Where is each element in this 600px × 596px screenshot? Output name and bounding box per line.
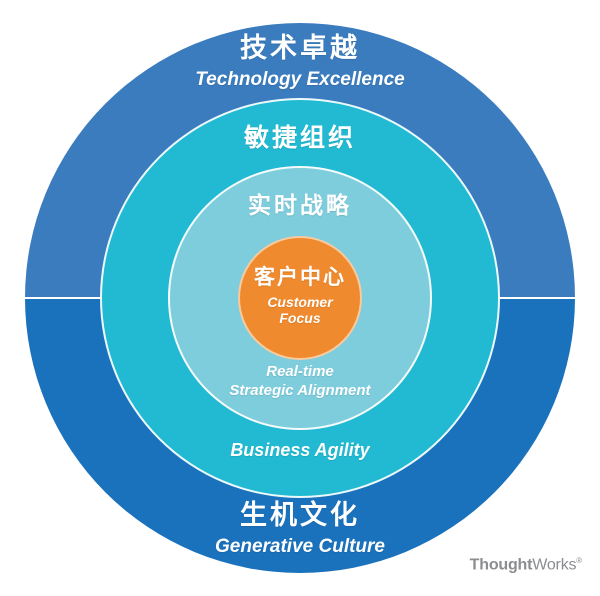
thoughtworks-logo-trademark: ® (576, 555, 582, 565)
thoughtworks-logo: ThoughtWorks® (469, 555, 583, 574)
thoughtworks-logo-bold: Thought (469, 556, 533, 573)
thoughtworks-logo-regular: Works (532, 556, 577, 573)
core-circle-customer-focus (238, 236, 362, 360)
